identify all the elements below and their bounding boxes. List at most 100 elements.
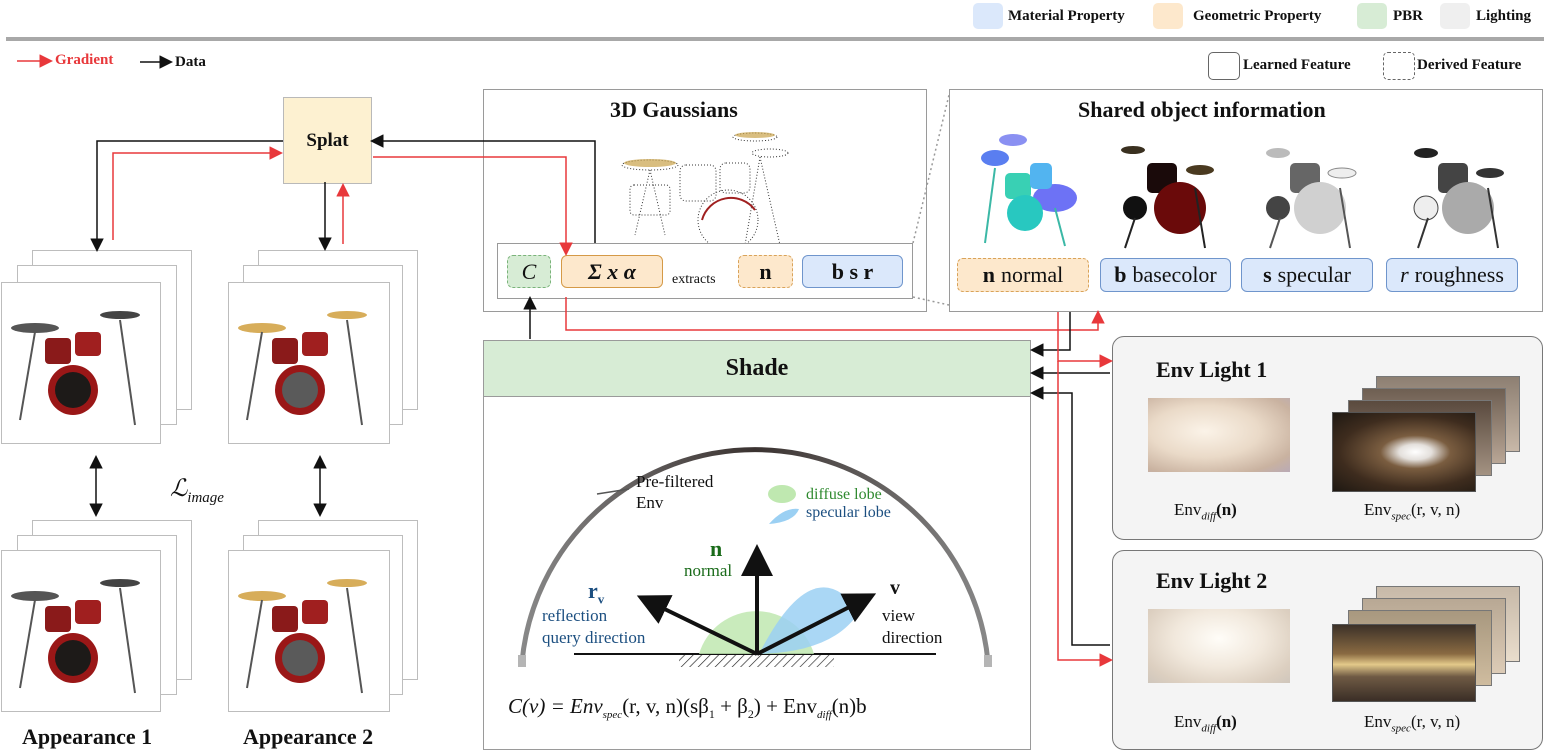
env2-diff-sub: diff [1201,722,1217,735]
reflection-vector-sub: v [597,591,605,607]
env2-diffuse-caption: Envdiff(n) [1174,712,1237,734]
env2-specular-caption: Envspec(r, v, n) [1364,712,1460,734]
normal-chip: n [738,255,793,288]
env2-specular-map [1332,624,1476,702]
app2-render-drumkit [238,311,367,426]
shared-base-sym: b [1114,262,1127,287]
specular-render [1266,148,1357,249]
splat-label: Splat [306,129,349,151]
shared-specular-chip: s specular [1241,258,1373,292]
eq-diff-sub: diff [817,709,832,722]
env1-diffuse-caption: Envdiff(n) [1174,500,1237,522]
loss-subscript: image [187,489,224,506]
learned-legend-label: Learned Feature [1243,57,1351,73]
gradient-legend-label: Gradient [55,52,114,68]
material-chip: b s r [802,255,903,288]
geometric-swatch [1153,3,1183,29]
view-label-1: view [882,606,916,625]
geometry-chip-label: Σ x α [588,258,636,284]
env1-diffuse-map [1148,398,1290,472]
shade-title: Shade [725,355,789,381]
loss-symbol: ℒ [170,476,188,502]
shared-normal-label: normal [1000,262,1064,287]
env2-spec-arg: (r, v, n) [1410,712,1461,731]
eq-beta1-sub: 1 [708,707,715,722]
material-chip-label: b s r [831,258,874,284]
env2-diffuse-map [1148,609,1290,683]
gaussians-title: 3D Gaussians [610,97,738,122]
env2-diff-arg: (n) [1216,712,1237,731]
diffuse-lobe-label: diffuse lobe [806,486,882,503]
env-light-1-title: Env Light 1 [1156,357,1268,382]
basecolor-render [1121,146,1214,249]
shading-equation: C(v) = Envspec(r, v, n)(sβ1 + β2) + Envd… [508,694,867,722]
shared-roughness-chip: r roughness [1386,258,1518,292]
color-chip-label: C [521,258,537,284]
env2-spec-env: Env [1364,712,1392,731]
material-swatch [973,3,1003,29]
learned-swatch [1208,52,1240,80]
env1-diff-sub: diff [1201,510,1217,523]
shared-normal-chip: n normal [957,258,1089,292]
reflection-vector-r: r [588,578,598,603]
shared-spec-label: specular [1277,262,1351,287]
geometry-chip: Σ x α [561,255,663,288]
env-light-2-title: Env Light 2 [1156,568,1268,593]
eq-plus: + β [714,694,748,718]
app2-render-front [228,282,390,444]
image-loss-label: ℒimage [170,474,224,507]
shared-basecolor-chip: b basecolor [1100,258,1231,292]
reflection-label-2: query direction [542,628,646,647]
eq-lhs: C(v) = Env [508,694,603,718]
derived-swatch [1383,52,1415,80]
normal-chip-label: n [759,258,772,284]
shade-header: Shade [484,341,1030,397]
app1-gt-drumkit [11,579,140,694]
material-legend-label: Material Property [1008,8,1125,24]
env2-diff-env: Env [1174,712,1202,731]
eq-beta2-sub: 2 [747,707,754,722]
shared-spec-sym: s [1263,262,1272,287]
drumkit-pointcloud [621,132,789,251]
eq-env: ) + Env [753,694,818,718]
reflection-vector-symbol: rv [588,578,604,607]
roughness-render [1413,148,1504,249]
env1-diff-env: Env [1174,500,1202,519]
shared-base-label: basecolor [1132,262,1217,287]
eq-end: (n)b [831,694,867,718]
view-vector-symbol: v [890,577,900,599]
shading-hemisphere-diagram [518,447,992,667]
specular-lobe-label: specular lobe [806,504,891,521]
derived-legend-label: Derived Feature [1417,57,1522,73]
env1-diff-arg: (n) [1216,500,1237,519]
eq-spec-sub: spec [602,709,623,722]
env2-spec-sub: spec [1391,722,1411,735]
shared-rough-sym: r [1400,262,1409,287]
env1-specular-map [1332,412,1476,492]
app1-render-drumkit [11,311,140,426]
data-legend-label: Data [175,54,206,70]
legend-divider [6,37,1544,41]
color-chip: C [507,255,551,288]
prefiltered-label: Pre-filtered [636,472,714,491]
app2-gt-drumkit [238,579,367,694]
normal-map-render [981,134,1077,247]
view-label-2: direction [882,628,943,647]
shared-rough-label: roughness [1414,262,1504,287]
prefiltered-env-label: Env [636,493,664,512]
env1-spec-env: Env [1364,500,1392,519]
pbr-swatch [1357,3,1387,29]
env1-spec-sub: spec [1391,510,1411,523]
shared-normal-sym: n [982,262,995,287]
appearance-1-label: Appearance 1 [22,724,153,749]
lighting-swatch [1440,3,1470,29]
reflection-label-1: reflection [542,606,608,625]
env1-spec-arg: (r, v, n) [1410,500,1461,519]
env1-specular-caption: Envspec(r, v, n) [1364,500,1460,522]
extracts-label: extracts [672,272,716,287]
app2-gt-front [228,550,390,712]
eq-mid: (r, v, n)(sβ [622,694,709,718]
pbr-legend-label: PBR [1393,8,1423,24]
lighting-legend-label: Lighting [1476,8,1532,24]
